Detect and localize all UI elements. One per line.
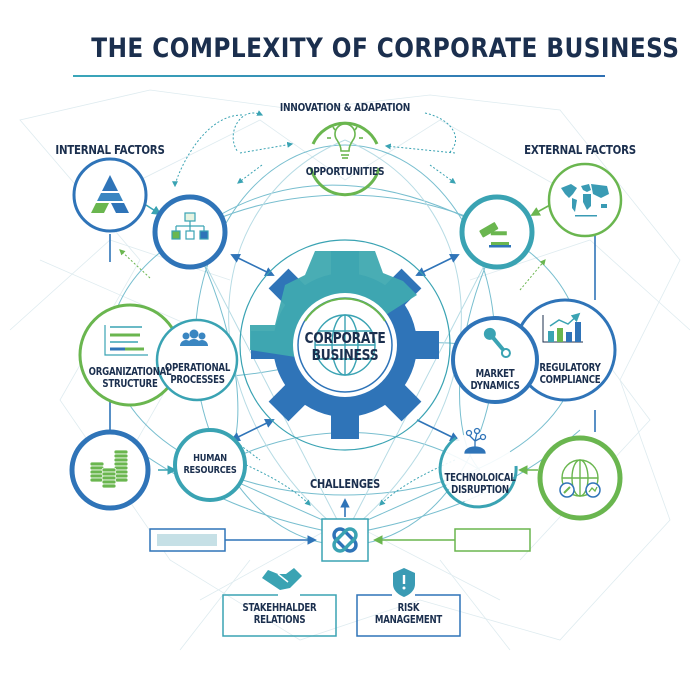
challenges-heading: CHALLENGES — [309, 477, 381, 491]
globe-badges-icon — [559, 459, 601, 498]
operational-node — [155, 318, 239, 402]
coins-node — [69, 429, 151, 511]
center-line1: CORPORATE — [304, 329, 386, 347]
org-structure-line2: STRUCTURE — [102, 378, 158, 391]
org-structure-label: ORGANIZATIONAL STRUCTURE — [81, 366, 179, 390]
network-tree-icon — [464, 427, 487, 454]
gavel-icon — [479, 222, 511, 248]
title-divider — [73, 75, 605, 77]
page-title: THE COMPLEXITY OF CORPORATE BUSINESS — [91, 33, 680, 64]
risk-line1: RISK — [397, 602, 420, 614]
stakeholder-line2: RELATIONS — [253, 614, 306, 627]
world-map-node — [547, 162, 623, 238]
lightbulb-icon — [327, 123, 363, 159]
external-factors-heading: EXTERNAL FACTORS — [524, 142, 636, 157]
stakeholder-line1: STAKEHHALDER — [242, 602, 317, 614]
stakeholder-label: STAKEHHALDER RELATIONS — [233, 602, 326, 626]
coin-stacks-icon — [89, 449, 129, 489]
tech-line2: DISRUPTION — [451, 484, 509, 497]
tech-node — [438, 427, 518, 509]
stakeholder-box — [222, 568, 337, 637]
org-chart-icon — [171, 212, 209, 240]
challenges-hub — [321, 518, 369, 562]
market-label: MARKET DYNAMICS — [462, 368, 528, 392]
center-line2: BUSINESS — [311, 346, 379, 365]
pyramid-icon — [91, 175, 129, 213]
right-empty-box — [454, 528, 531, 552]
center-gear — [239, 239, 451, 451]
regulatory-line1: REGULATORY — [539, 362, 601, 374]
wrench-icon — [483, 327, 511, 359]
risk-box — [356, 568, 461, 637]
gavel-node — [459, 194, 535, 270]
risk-line2: MANAGEMENT — [374, 614, 443, 627]
operational-line1: OPERATIONAL — [164, 362, 231, 374]
tech-line1: TECHNOLOICAL — [444, 472, 516, 484]
internal-factors-heading: INTERNAL FACTORS — [55, 142, 165, 157]
bar-arrows-icon — [104, 325, 148, 356]
opportunities-node — [309, 121, 381, 197]
globe-icon — [314, 314, 376, 376]
left-bar-box — [149, 528, 226, 552]
operational-line2: PROCESSES — [170, 374, 225, 387]
human-resources-label: HUMAN RESOURCES — [177, 453, 243, 476]
hr-line1: HUMAN — [193, 453, 227, 464]
center-title: CORPORATE BUSINESS — [292, 329, 399, 365]
people-group-icon — [180, 329, 208, 346]
interlocked-links-icon — [332, 527, 358, 553]
opportunities-label: OPPORTUNITIES — [305, 165, 385, 178]
operational-label: OPERATIONAL PROCESSES — [159, 362, 237, 386]
org-structure-line1: ORGANIZATIONAL — [88, 366, 172, 378]
global-globe-node — [537, 435, 623, 521]
solid-arrows — [109, 204, 596, 545]
market-line2: DYNAMICS — [470, 380, 520, 393]
pyramid-node — [72, 157, 148, 233]
tech-label: TECHNOLOICAL DISRUPTION — [439, 472, 521, 496]
shield-alert-icon — [393, 568, 415, 597]
market-node — [451, 316, 539, 404]
regulatory-line2: COMPLIANCE — [539, 374, 601, 387]
org-chart-node — [152, 194, 228, 270]
risk-label: RISK MANAGEMENT — [366, 602, 450, 626]
hr-line2: RESOURCES — [183, 464, 237, 476]
innovation-heading: INNOVATION & ADAPATION — [279, 101, 411, 114]
regulatory-label: REGULATORY COMPLIANCE — [533, 362, 607, 386]
growth-chart-icon — [542, 312, 583, 343]
market-line1: MARKET — [475, 368, 515, 380]
handshake-icon — [262, 568, 302, 590]
world-map-icon — [561, 184, 609, 217]
human-resources-node — [173, 428, 247, 502]
